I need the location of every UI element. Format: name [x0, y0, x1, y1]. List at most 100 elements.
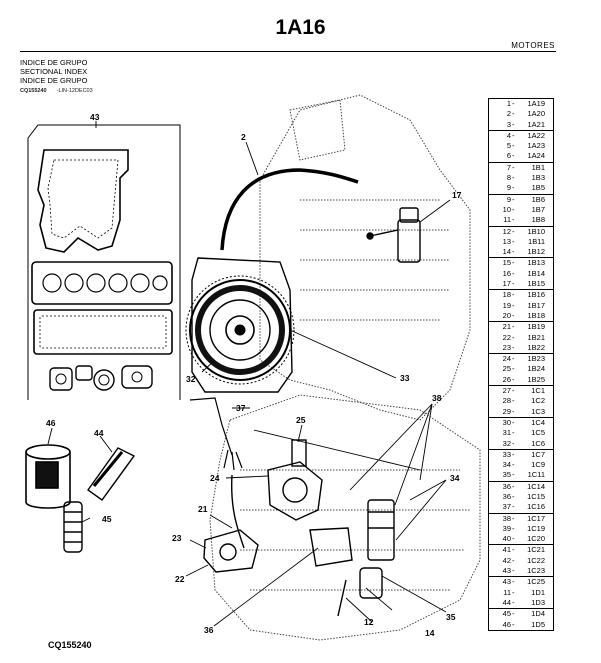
reference-row: 36- 1C14: [491, 482, 551, 492]
reference-dash: -: [512, 587, 515, 597]
reference-row: 2-1A20: [491, 109, 551, 119]
reference-dash: -: [512, 173, 515, 183]
callout-14: 14: [425, 628, 435, 638]
reference-row: 19-1B17: [491, 301, 551, 311]
reference-page: 1B6: [531, 194, 545, 204]
reference-page: 1B12: [527, 247, 545, 257]
reference-number: 32: [502, 438, 511, 448]
reference-number: 17: [502, 279, 511, 289]
index-code-number: CQ155240: [20, 88, 47, 94]
reference-page: 1B13: [527, 258, 545, 268]
reference-number: 21: [502, 322, 511, 332]
callout-46: 46: [46, 418, 56, 428]
reference-page: 1D1: [531, 587, 545, 597]
reference-number: 35: [502, 470, 511, 480]
hose-part-2: [220, 168, 359, 251]
reference-dash: -: [512, 396, 515, 406]
reference-row: 27-1C1: [491, 386, 551, 396]
reference-row: 21-1B19: [491, 322, 551, 332]
reference-dash: -: [512, 577, 515, 587]
reference-page: 1B15: [527, 279, 545, 289]
engine-block-illustration: [209, 94, 481, 641]
reference-row: 3-1A21: [491, 120, 551, 130]
reference-dash: -: [512, 194, 515, 204]
callout-43: 43: [90, 112, 100, 122]
reference-dash: -: [512, 310, 515, 320]
reference-row: 44-1D3: [491, 598, 551, 608]
reference-dash: -: [512, 534, 515, 544]
reference-row: 32-1C6: [491, 439, 551, 449]
reference-row: 6-1A24: [491, 151, 551, 161]
callout-24: 24: [210, 473, 220, 483]
reference-row: 4-1A22: [491, 131, 551, 141]
reference-dash: -: [512, 322, 515, 332]
reference-number: 19: [502, 300, 511, 310]
reference-dash: -: [512, 226, 515, 236]
page-title: 1A16: [275, 16, 326, 39]
reference-number: 15: [502, 258, 511, 268]
reference-number: 20: [502, 310, 511, 320]
section-label: MOTORES: [511, 41, 555, 50]
reference-dash: -: [512, 364, 515, 374]
sensor-part-17: [366, 207, 421, 263]
reference-page: 1C14: [527, 481, 545, 491]
reference-dash: -: [512, 109, 515, 119]
reference-dash: -: [512, 545, 515, 555]
reference-page: 1B11: [528, 236, 545, 246]
reference-number: 41: [502, 545, 511, 555]
reference-row: 28- 1C2: [491, 396, 551, 406]
reference-page: 1C22: [527, 555, 545, 565]
reference-page: 1C21: [527, 545, 545, 555]
reference-page: 1C2: [531, 396, 545, 406]
reference-number: 10: [502, 204, 511, 214]
callout-33: 33: [400, 373, 410, 383]
callout-32: 32: [186, 374, 196, 384]
reference-row: 11-1B8: [491, 215, 551, 225]
reference-number: 7: [506, 162, 511, 172]
reference-page: 1A21: [527, 119, 545, 129]
reference-page: 1C5: [531, 428, 545, 438]
reference-page: 1B25: [527, 374, 545, 384]
reference-number: 26: [502, 374, 511, 384]
callout-22: 22: [175, 574, 185, 584]
callout-2: 2: [241, 132, 246, 142]
reference-page: 1C15: [527, 491, 545, 501]
reference-number: 28: [502, 396, 511, 406]
reference-dash: -: [512, 481, 515, 491]
reference-number: 8: [506, 173, 511, 183]
reference-row: 31-1C5: [491, 428, 551, 438]
reference-page: 1C4: [531, 417, 545, 427]
reference-row: 8-1B3: [491, 173, 551, 183]
reference-row: 7-1B1: [491, 163, 551, 173]
reference-number: 12: [502, 226, 511, 236]
reference-row: 15-1B13: [491, 258, 551, 268]
reference-page: 1C23: [527, 566, 545, 576]
callout-38: 38: [432, 393, 442, 403]
reference-dash: -: [512, 502, 515, 512]
reference-number: 46: [502, 619, 511, 629]
reference-dash: -: [512, 183, 515, 193]
reference-number: 3: [506, 119, 511, 129]
callout-labels: 2 12 14 17 21 22 23 24 25 32 33 34 35 36…: [46, 112, 462, 638]
callout-25: 25: [296, 415, 306, 425]
reference-page: 1B24: [527, 364, 545, 374]
reference-number: 36: [502, 481, 511, 491]
reference-page: 1B21: [527, 332, 545, 342]
reference-row: 37-1C16: [491, 502, 551, 512]
reference-number: 6: [506, 151, 511, 161]
reference-number: 44: [502, 597, 511, 607]
reference-page: 1B14: [527, 268, 545, 278]
reference-row: 43-1C23: [491, 566, 551, 576]
reference-number: 13: [502, 236, 511, 246]
reference-row: 38-1C17: [491, 514, 551, 524]
figure-code: CQ155240: [48, 640, 92, 650]
reference-page: 1A23: [527, 141, 545, 151]
